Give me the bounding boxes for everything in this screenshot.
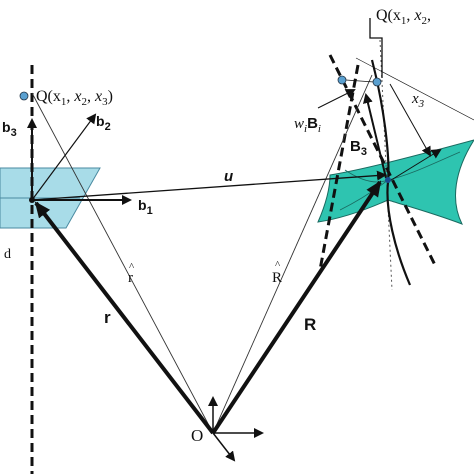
label-R-hat: R — [272, 270, 282, 286]
right-point-marker-b — [372, 77, 382, 87]
label-b2: b2 — [96, 113, 111, 133]
r-hat-accent: ^ — [129, 261, 135, 273]
label-Q-right: Q(x1, x2, — [376, 7, 431, 27]
label-wB: wiBi — [294, 115, 321, 135]
vector-x3 — [389, 83, 431, 157]
right-base-point — [385, 177, 391, 183]
R-hat-accent: ^ — [275, 259, 281, 271]
label-R: R — [304, 315, 316, 334]
vector-R — [211, 180, 382, 435]
vector-u — [31, 170, 387, 201]
vector-B3 — [363, 93, 387, 179]
label-b3: b3 — [2, 119, 17, 139]
vector-r — [34, 201, 215, 435]
label-B3: B3 — [350, 138, 367, 158]
label-Q-left: Q(x1, x2, x3) — [36, 88, 113, 108]
left-point-marker — [19, 91, 29, 101]
left-base-point — [29, 197, 35, 203]
right-curved-surface — [317, 139, 474, 225]
right-dotted-vertical — [379, 39, 393, 291]
right-dashed-line-b — [318, 64, 360, 271]
vector-to-right-surface — [387, 148, 442, 183]
line-right-tangent — [355, 57, 474, 121]
line-right-point-link — [345, 79, 375, 83]
line-R-hat — [212, 74, 373, 434]
label-r-hat: r — [128, 270, 133, 286]
origin-axis-z — [212, 432, 236, 462]
label-b1: b1 — [138, 197, 153, 217]
label-d: d — [4, 247, 11, 262]
label-r: r — [104, 308, 111, 327]
label-x3: x3 — [411, 91, 425, 110]
label-u: u — [224, 168, 233, 185]
line-r-hat — [31, 92, 214, 434]
vector-wB — [317, 89, 356, 109]
right-point-marker-a — [337, 75, 347, 85]
vector-b2 — [31, 113, 97, 201]
Q-right-bracket — [369, 18, 383, 78]
label-O: O — [191, 426, 203, 445]
